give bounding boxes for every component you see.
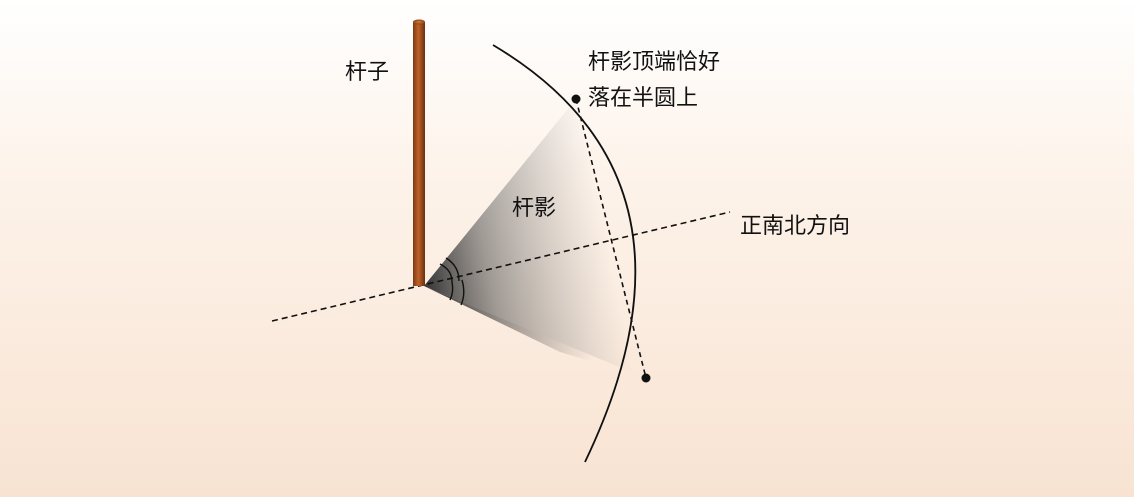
shadow-tip-point-upper [571,94,581,104]
tip-label-line-2: 落在半圆上 [588,86,699,111]
chord-line [575,98,647,379]
shadow-tip-point-lower [641,373,651,383]
angle-mark-upper [439,263,453,283]
pole [413,22,425,286]
angle-mark-lower [449,281,454,301]
angle-mark-upper-2 [445,257,460,282]
pole-label: 杆子 [345,60,390,85]
semicircle-arc [492,44,637,463]
pole-top [413,19,425,25]
shadow-fan [424,99,646,378]
shadow-lower-edge [424,286,646,378]
direction-label: 正南北方向 [740,214,851,239]
tip-label-line-1: 杆影顶端恰好 [588,50,721,75]
angle-mark-lower-2 [460,279,465,306]
shadow-label: 杆影 [512,196,557,221]
north-south-line [271,211,731,322]
